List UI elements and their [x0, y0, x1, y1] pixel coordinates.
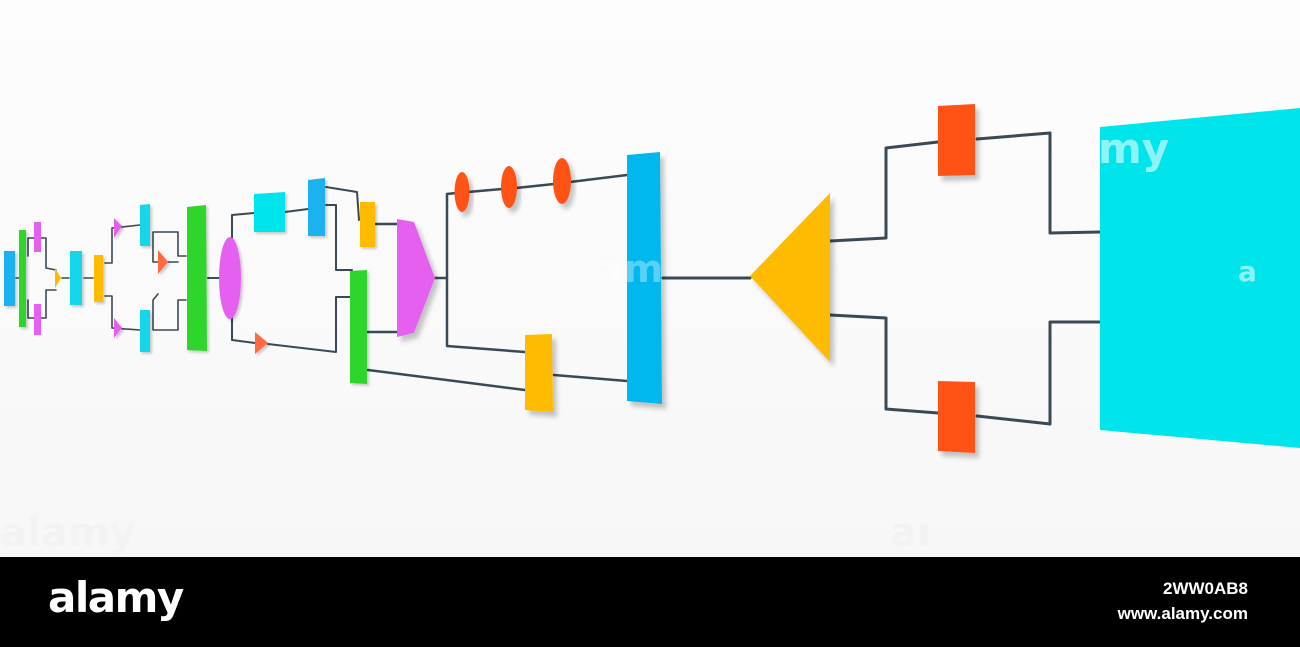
- coral-small-triangle: [158, 250, 168, 274]
- connector-line: [366, 368, 527, 392]
- connector-line: [975, 320, 1102, 426]
- connector-line: [231, 311, 256, 344]
- connector-line: [104, 295, 141, 331]
- red-ellipse: [454, 172, 470, 212]
- connector-line: [433, 191, 458, 280]
- connector-line: [828, 313, 940, 415]
- amber-small-rect: [94, 255, 103, 302]
- green-vertical-bar: [187, 205, 207, 351]
- connector-line: [27, 237, 35, 257]
- site-url-link[interactable]: www.alamy.com: [1117, 604, 1248, 623]
- cyan-small-rect: [140, 310, 150, 352]
- blue-vertical-bar: [627, 152, 662, 404]
- connector-line: [466, 187, 504, 194]
- connector-line: [552, 373, 629, 383]
- magenta-arrow-shape: [397, 219, 435, 337]
- orange-square: [938, 104, 975, 176]
- coral-small-triangle: [255, 332, 268, 354]
- connector-line: [325, 186, 360, 221]
- connector-line: [568, 173, 629, 184]
- magenta-small-triangle: [114, 318, 122, 338]
- connector-line: [325, 204, 353, 271]
- magenta-small-rect: [34, 304, 41, 335]
- connector-line: [284, 208, 309, 213]
- connector-line: [27, 299, 35, 319]
- cyan-square: [254, 192, 285, 232]
- large-cyan-panel: [1100, 108, 1300, 448]
- magenta-ellipse: [219, 237, 241, 319]
- alamy-logo[interactable]: alamy: [48, 573, 184, 622]
- green-small-rect: [19, 230, 26, 327]
- green-vertical-bar: [350, 270, 367, 384]
- amber-triangle: [750, 193, 830, 362]
- orange-square: [938, 381, 975, 453]
- blue-small-rect: [308, 178, 325, 236]
- connector-line: [152, 231, 187, 263]
- cyan-small-rect: [140, 204, 150, 246]
- magenta-small-rect: [34, 222, 41, 252]
- red-ellipse: [553, 158, 571, 204]
- stock-footer-bar: alamy 2WW0AB8 www.alamy.com: [0, 557, 1300, 647]
- connector-line: [104, 224, 141, 264]
- cyan-small-rect: [70, 251, 82, 305]
- amber-small-triangle: [55, 268, 61, 288]
- connector-line: [828, 140, 940, 243]
- connector-line: [445, 276, 527, 354]
- flowchart-diagram: my a am aı alamy: [0, 0, 1300, 557]
- magenta-small-triangle: [114, 218, 122, 238]
- connector-line: [40, 289, 57, 319]
- connector-line: [40, 237, 57, 271]
- image-id-label: 2WW0AB8: [1162, 579, 1248, 598]
- connector-line: [514, 182, 556, 190]
- amber-square: [525, 334, 553, 412]
- red-ellipse: [501, 166, 517, 208]
- connector-line: [152, 293, 187, 331]
- connector-line: [975, 131, 1102, 235]
- blue-small-rect: [4, 251, 15, 306]
- amber-small-rect: [360, 202, 375, 247]
- connector-line: [231, 212, 255, 246]
- connector-line: [267, 296, 353, 353]
